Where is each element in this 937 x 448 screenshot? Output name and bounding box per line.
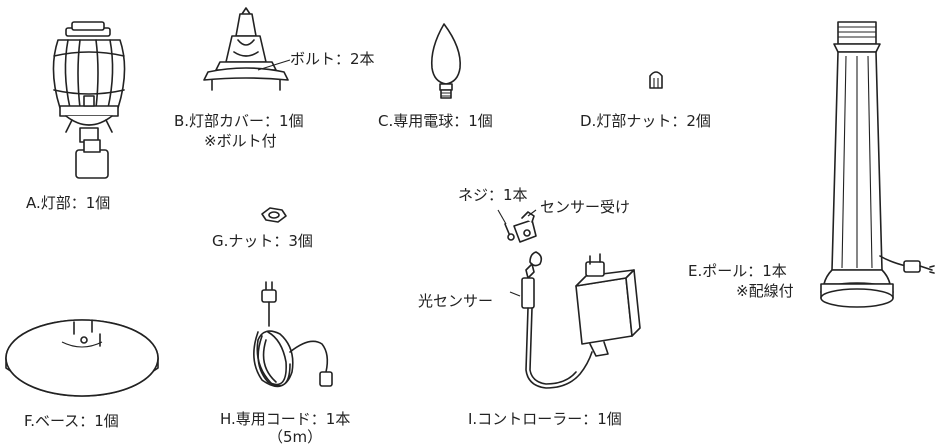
screw-callout: ネジ：1本 (458, 186, 528, 204)
bolt-callout: ボルト：2本 (290, 50, 375, 68)
lamp-cover-icon (203, 7, 291, 91)
lamp-head-icon (52, 21, 126, 179)
light-sensor-callout: 光センサー (418, 292, 494, 310)
part-g-label: G.ナット：3個 (212, 232, 313, 250)
sensor-holder-callout: センサー受け (540, 198, 631, 216)
part-c-label: C.専用電球：1個 (378, 112, 493, 130)
part-e-label: E.ポール：1本 (688, 262, 787, 280)
part-h-label: H.専用コード：1本 (220, 410, 351, 428)
part-i-label: I.コントローラー：1個 (468, 410, 622, 428)
lamp-nut-icon (649, 71, 663, 89)
part-d-label: D.灯部ナット：2個 (580, 112, 711, 130)
part-e-note: ※配線付 (736, 282, 794, 300)
controller-icon (497, 209, 641, 389)
pole-icon (820, 21, 935, 308)
base-icon (5, 319, 159, 397)
part-b-label: B.灯部カバー：1個 (174, 112, 304, 130)
cord-icon (253, 281, 333, 388)
part-b-note: ※ボルト付 (204, 132, 277, 150)
nut-icon (261, 207, 287, 223)
bulb-icon (430, 23, 461, 99)
part-h-note: （5m） (268, 428, 323, 446)
part-a-label: A.灯部：1個 (26, 194, 111, 212)
part-f-label: F.ベース：1個 (24, 412, 119, 430)
